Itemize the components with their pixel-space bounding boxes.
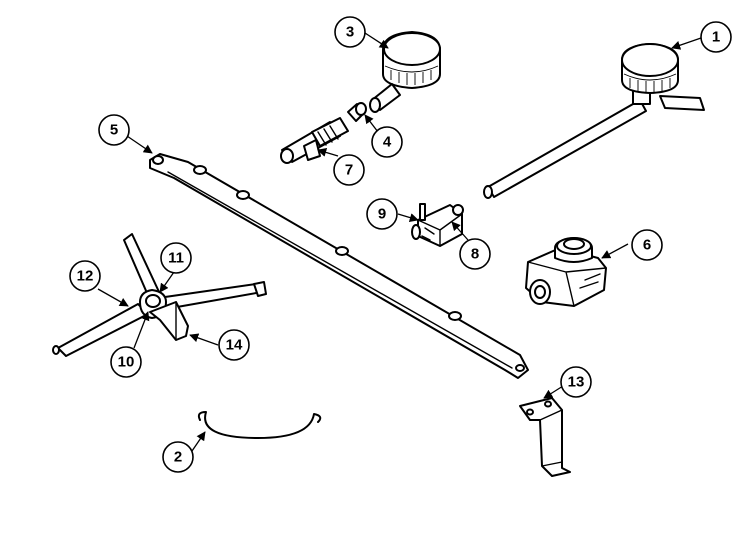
callout-11-label: 11: [168, 250, 184, 267]
callout-14-label: 14: [226, 337, 243, 354]
pressure-regulator: [525, 237, 607, 307]
callout-10-label: 10: [118, 354, 135, 371]
mounting-bracket: [519, 397, 571, 477]
callout-4: 4: [371, 126, 403, 158]
callout-6-label: 6: [643, 237, 651, 254]
callout-7: 7: [333, 154, 365, 186]
orifice-holder: [280, 117, 349, 164]
callout-7-label: 7: [345, 162, 353, 179]
callout-6: 6: [631, 229, 663, 261]
callout-5: 5: [98, 114, 130, 146]
callout-4-label: 4: [383, 134, 392, 151]
burner-with-tube-right: [483, 43, 705, 199]
callout-3: 3: [334, 16, 366, 48]
orifice-fitting: [347, 102, 367, 122]
callout-9: 9: [366, 198, 398, 230]
callout-2: 2: [162, 441, 194, 473]
wire-clip: [197, 411, 322, 439]
callout-13-label: 13: [568, 374, 585, 391]
callout-1-label: 1: [712, 29, 720, 46]
callout-12-label: 12: [77, 268, 94, 285]
callout-11: 11: [160, 242, 192, 274]
callout-8-label: 8: [471, 246, 479, 263]
burner-cap-center: [369, 31, 441, 113]
manifold-bar: [149, 153, 529, 379]
callout-9-label: 9: [378, 206, 386, 223]
callout-3-label: 3: [346, 24, 354, 41]
callout-14: 14: [218, 329, 250, 361]
callout-1: 1: [700, 21, 732, 53]
callout-10: 10: [110, 346, 142, 378]
callout-5-label: 5: [110, 122, 118, 139]
callout-2-label: 2: [174, 449, 182, 466]
callout-13: 13: [560, 366, 592, 398]
callout-8: 8: [459, 238, 491, 270]
callout-12: 12: [69, 260, 101, 292]
leader-lines: [97, 32, 702, 452]
